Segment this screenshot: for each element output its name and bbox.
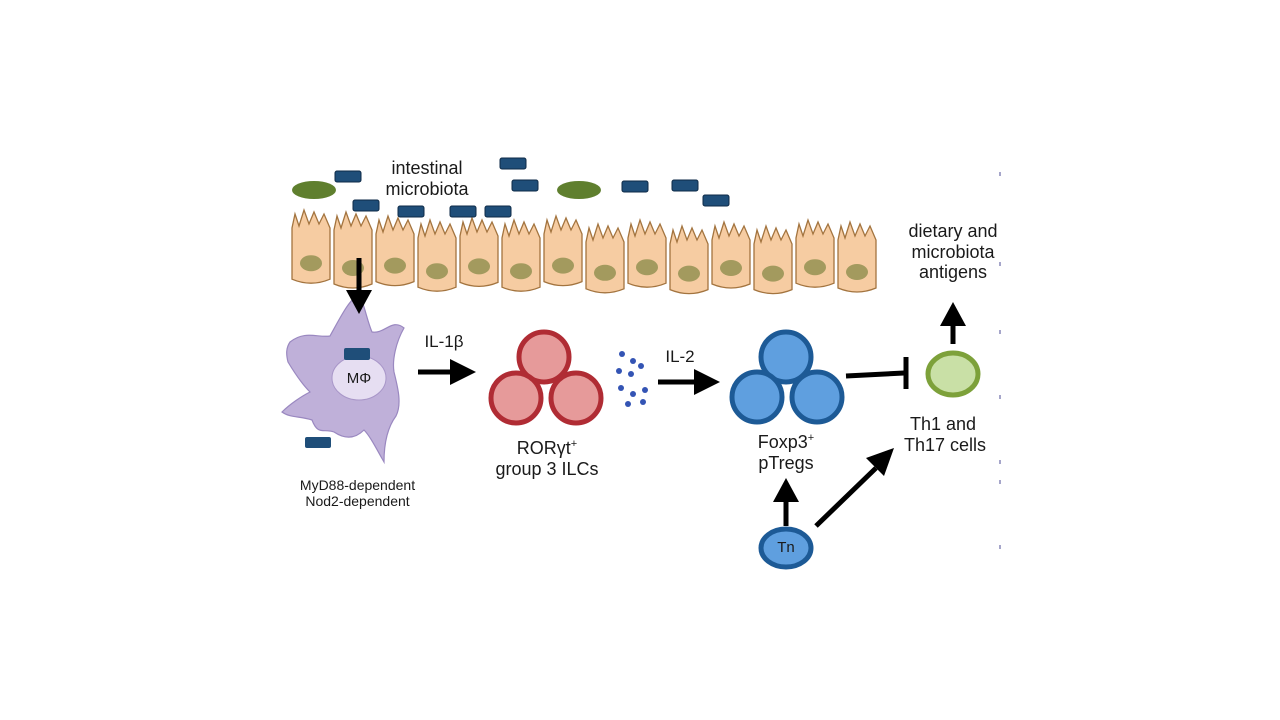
arrowhead — [940, 302, 966, 326]
label-macrophage-dependence: MyD88-dependent Nod2-dependent — [299, 477, 416, 510]
il2-dot — [630, 358, 636, 364]
epithelial-cell — [543, 213, 583, 287]
il2-dot — [630, 391, 636, 397]
ilc-cell — [548, 370, 604, 426]
label-ilc: RORγt+ group 3 ILCs — [495, 438, 599, 479]
rod-bacterium — [511, 179, 539, 192]
epithelial-nucleus — [636, 259, 658, 276]
engulfed-bacterium — [344, 348, 370, 360]
label-intestinal-microbiota: intestinal microbiota — [385, 158, 469, 199]
inhibition-line — [845, 370, 905, 379]
epithelial-nucleus — [384, 257, 406, 274]
rod-bacterium — [352, 199, 380, 212]
epithelial-nucleus — [300, 255, 322, 272]
intestinal-epithelium — [291, 207, 877, 295]
epithelial-nucleus — [552, 257, 574, 274]
label-il1b: IL-1β — [424, 332, 464, 351]
rod-bacterium — [702, 194, 730, 207]
label-dietary-antigens: dietary and microbiota antigens — [908, 221, 998, 283]
group3-ilc-cluster — [488, 329, 604, 426]
epithelial-cell — [753, 223, 793, 295]
rod-bacterium — [621, 180, 649, 193]
epithelial-nucleus — [426, 263, 448, 280]
epithelial-cell — [333, 209, 373, 289]
epithelial-cell — [627, 217, 667, 288]
epithelial-cell — [669, 223, 709, 295]
epithelial-cell — [417, 217, 457, 292]
epithelial-nucleus — [846, 264, 868, 280]
rod-bacterium — [449, 205, 477, 218]
epithelial-nucleus — [804, 259, 826, 276]
epithelial-cell — [291, 207, 331, 284]
epithelial-nucleus — [468, 258, 490, 275]
epithelial-cell — [585, 221, 625, 294]
epithelial-nucleus — [720, 260, 742, 276]
naive-t-cell — [758, 526, 814, 570]
treg-cell — [729, 369, 785, 425]
epithelial-nucleus — [678, 265, 700, 282]
label-th-cells: Th1 and Th17 cells — [904, 414, 987, 455]
epithelial-nucleus — [594, 264, 616, 281]
epithelial-cell — [501, 217, 541, 292]
rod-bacterium — [334, 170, 362, 183]
rod-bacterium — [671, 179, 699, 192]
epithelial-cell — [795, 217, 835, 288]
free-bacterium — [305, 437, 331, 448]
th-cell — [925, 350, 981, 398]
arrow-tn-to-th — [814, 466, 878, 528]
il2-dot — [638, 363, 644, 369]
rod-bacterium — [499, 157, 527, 170]
microbiota-bacteria — [292, 157, 730, 218]
treg-cell — [758, 329, 814, 385]
ilc-cell — [488, 370, 544, 426]
rod-bacterium — [397, 205, 425, 218]
epithelial-cell — [837, 219, 877, 293]
oval-bacterium — [557, 181, 601, 199]
il2-dot — [642, 387, 648, 393]
ptreg-cluster — [729, 329, 845, 425]
macrophage-label: MΦ — [346, 370, 372, 387]
epithelial-cell — [711, 219, 751, 289]
il2-dot — [628, 371, 634, 377]
label-il2: IL-2 — [665, 347, 695, 366]
arrowhead — [866, 448, 894, 476]
treg-cell — [789, 369, 845, 425]
arrowhead — [346, 290, 372, 314]
oval-bacterium — [292, 181, 336, 199]
epithelial-nucleus — [762, 265, 784, 282]
il2-dot — [616, 368, 622, 374]
macrophage-cell — [281, 295, 405, 465]
il2-dot — [618, 385, 624, 391]
il2-cytokine-dots — [616, 351, 648, 407]
rod-bacterium — [484, 205, 512, 218]
arrowhead — [773, 478, 799, 502]
il2-dot — [619, 351, 625, 357]
epithelial-cell — [375, 213, 415, 287]
ilc-cell — [516, 329, 572, 385]
arrows — [346, 258, 966, 528]
label-ptregs: Foxp3+ pTregs — [757, 432, 815, 473]
label-tn: Tn — [777, 539, 795, 556]
arrowhead — [694, 369, 720, 395]
epithelial-nucleus — [510, 263, 532, 280]
il2-dot — [625, 401, 631, 407]
il2-dot — [640, 399, 646, 405]
epithelial-cell — [459, 215, 499, 288]
arrowhead — [450, 359, 476, 385]
